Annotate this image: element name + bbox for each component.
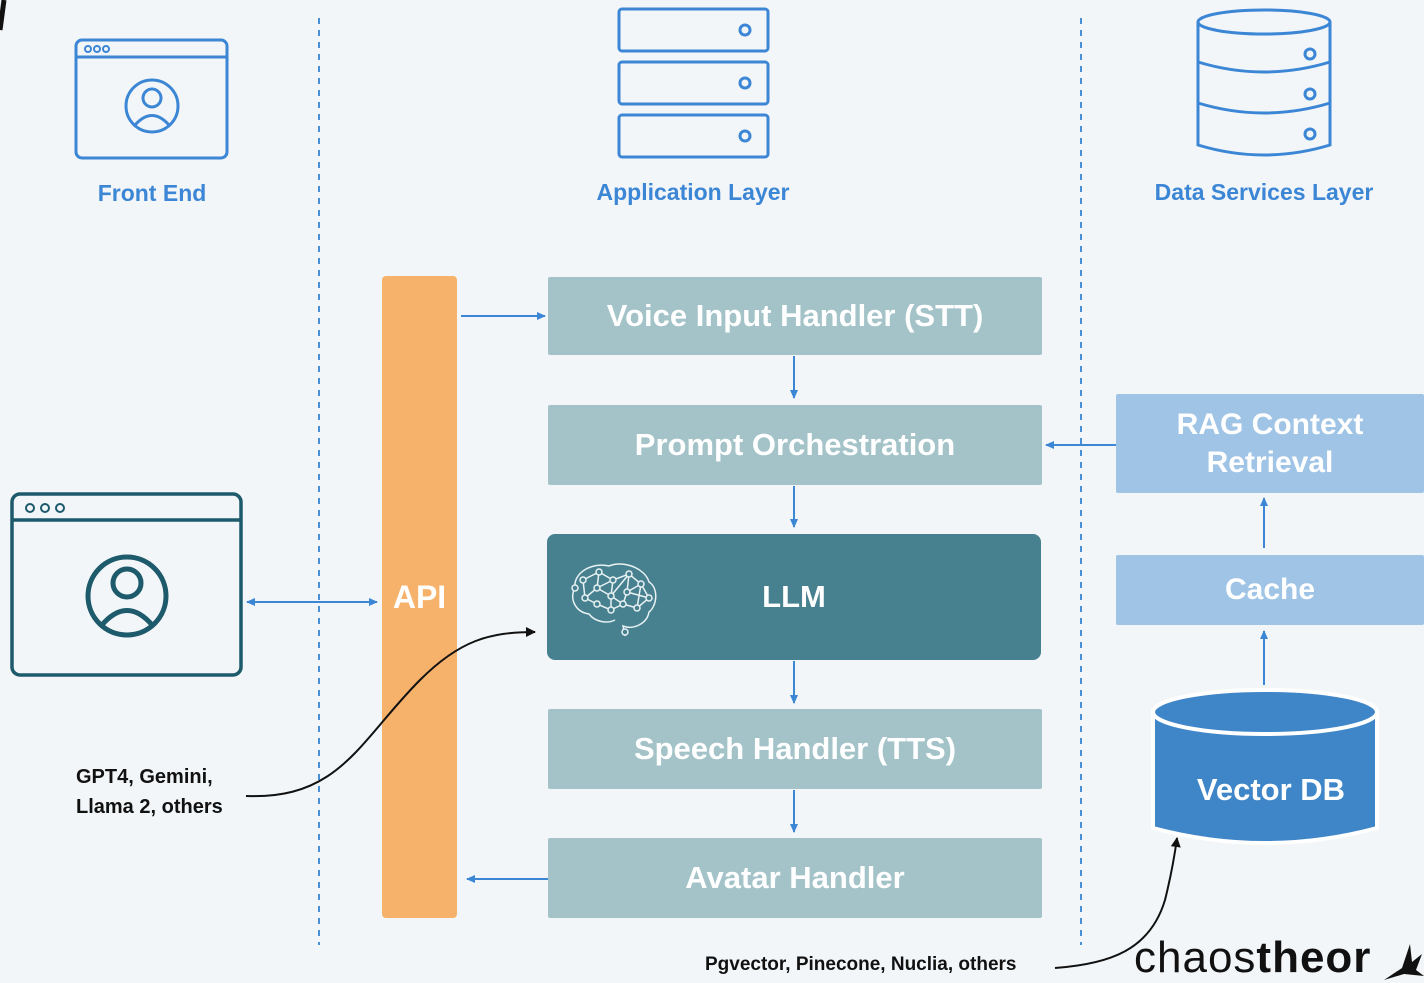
api-bar: API	[382, 276, 457, 918]
server-stack-icon	[617, 7, 770, 159]
cache-label: Cache	[1224, 573, 1316, 607]
voice-input-handler-box: Voice Input Handler (STT)	[548, 277, 1042, 355]
avatar-handler-label: Avatar Handler	[685, 860, 905, 895]
brand-part2: theor	[1256, 933, 1372, 982]
llm-box: LLM	[547, 534, 1041, 660]
vector-db-label-box: Vector DB	[1153, 760, 1389, 820]
database-icon	[1196, 8, 1332, 157]
client-browser-icon	[10, 492, 243, 677]
avatar-handler-box: Avatar Handler	[548, 838, 1042, 918]
corner-mark	[0, 0, 7, 31]
prompt-orchestration-box: Prompt Orchestration	[548, 405, 1042, 485]
rag-context-retrieval-box: RAG Context Retrieval	[1116, 394, 1424, 493]
llm-label: LLM	[762, 579, 826, 614]
llm-options-line1: GPT4, Gemini,	[76, 766, 213, 788]
browser-window-icon	[74, 38, 229, 160]
llm-options-note: GPT4, Gemini, Llama 2, others	[76, 762, 223, 822]
vector-db-label: Vector DB	[1196, 772, 1346, 807]
application-layer-title: Application Layer	[596, 179, 790, 205]
speech-handler-box: Speech Handler (TTS)	[548, 709, 1042, 789]
brain-network-icon	[571, 563, 657, 637]
front-end-title: Front End	[97, 180, 207, 206]
vector-db-cylinder	[1151, 688, 1379, 845]
speech-handler-label: Speech Handler (TTS)	[633, 731, 957, 766]
bird-logo-icon	[1384, 944, 1424, 980]
prompt-orchestration-label: Prompt Orchestration	[634, 427, 956, 462]
api-label: API	[392, 578, 447, 615]
user-icon	[85, 554, 169, 638]
voice-input-handler-label: Voice Input Handler (STT)	[606, 298, 984, 333]
vector-options-note: Pgvector, Pinecone, Nuclia, others	[705, 954, 1017, 975]
brand-part1: chaos	[1134, 933, 1257, 982]
brand-logo: chaostheor	[1134, 933, 1371, 983]
cache-box: Cache	[1116, 555, 1424, 625]
data-services-layer-title: Data Services Layer	[1154, 179, 1374, 205]
rag-label-line2: Retrieval	[1206, 445, 1334, 479]
rag-label-line1: RAG Context	[1176, 408, 1364, 441]
llm-options-line2: Llama 2, others	[76, 796, 223, 818]
user-icon	[124, 78, 180, 134]
